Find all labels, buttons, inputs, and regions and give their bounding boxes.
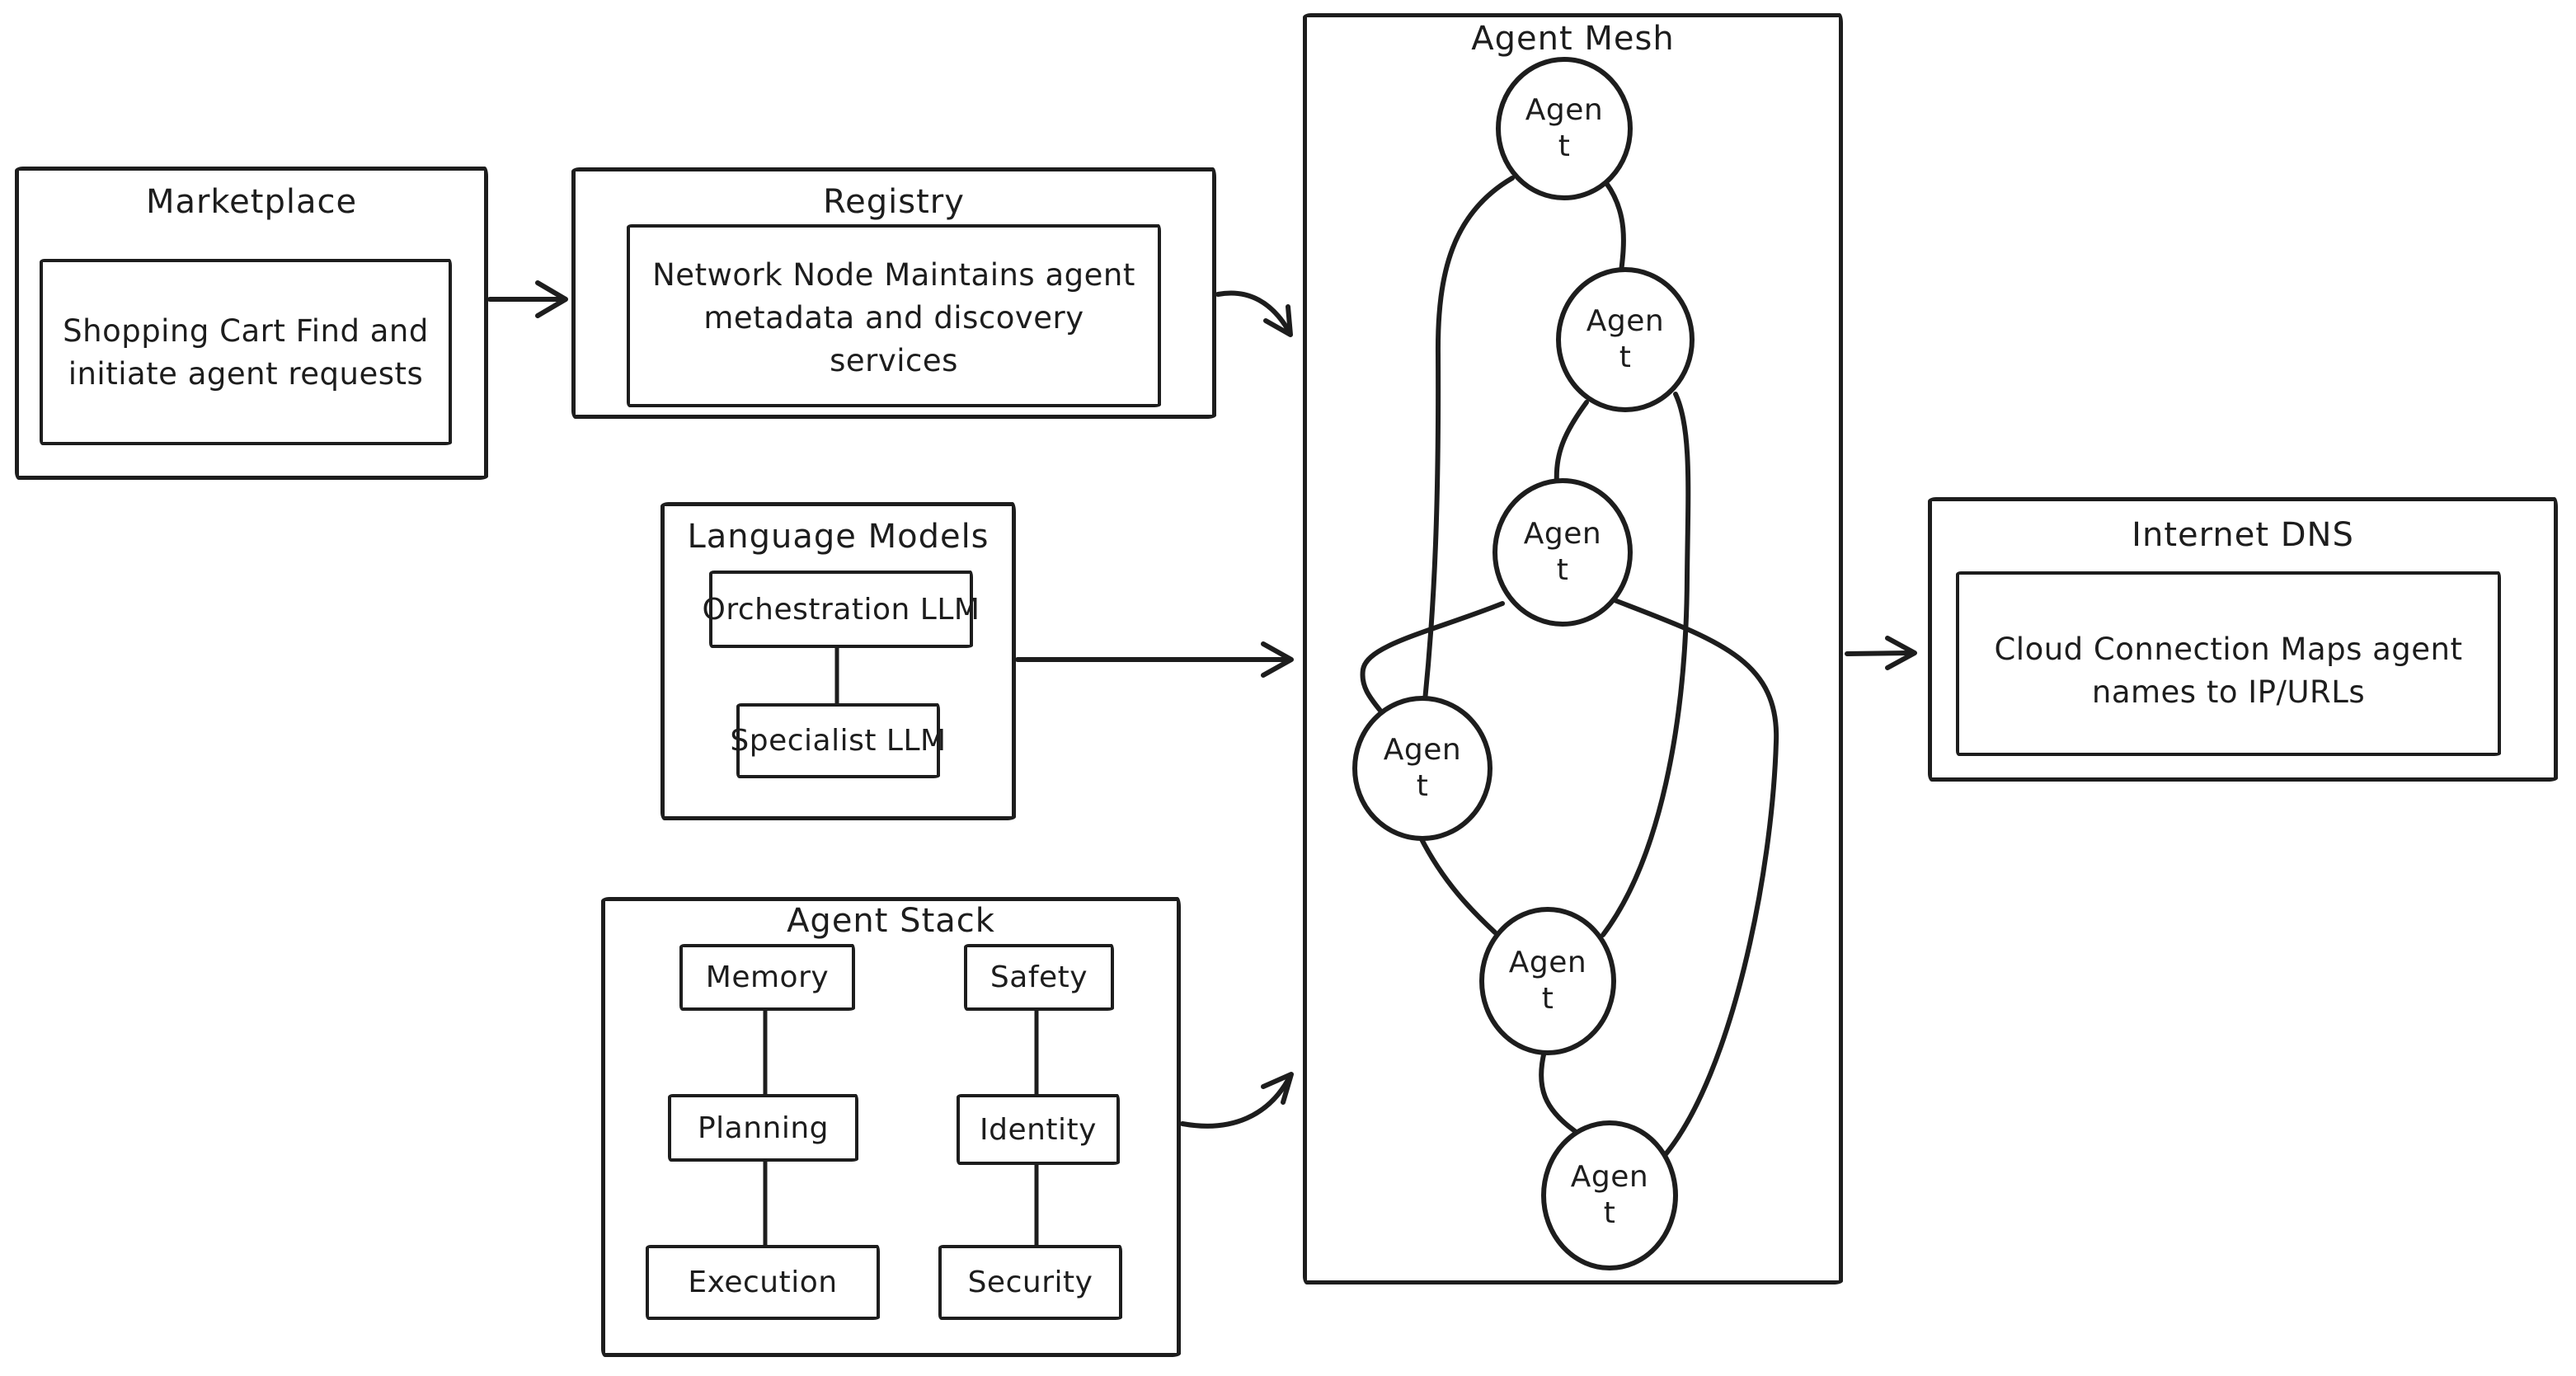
- marketplace-body-line-2: initiate agent requests: [68, 356, 424, 392]
- memory-node: Memory: [679, 944, 855, 1011]
- agent-mesh-box: [1303, 13, 1843, 1284]
- registry-body: Network Node Maintains agent metadata an…: [627, 254, 1161, 383]
- language-models-title: Language Models: [687, 518, 990, 556]
- specialist-llm-label: Specialist LLM: [730, 724, 947, 758]
- arrow-agent-mesh-to-internet-dns: [1845, 636, 1917, 670]
- planning-node: Planning: [668, 1094, 858, 1162]
- internet-dns-body: Cloud Connection Maps agent names to IP/…: [1956, 628, 2501, 714]
- agent-label-line-1: Agen: [1523, 517, 1602, 551]
- language-models-box: [660, 502, 1016, 820]
- registry-body-line-3: services: [830, 343, 958, 378]
- security-label: Security: [967, 1266, 1093, 1299]
- registry-body-line-2: metadata and discovery: [703, 300, 1084, 336]
- marketplace-box: [15, 167, 488, 480]
- arrowhead-icon: [1261, 1072, 1294, 1105]
- agent-node-2-label: Agen t: [1559, 303, 1691, 376]
- arrow-language-models-to-agent-mesh: [1015, 641, 1294, 678]
- agent-label-line-2: t: [1603, 1196, 1616, 1230]
- internet-dns-title: Internet DNS: [2132, 516, 2354, 554]
- agent-stack-box: [601, 897, 1181, 1357]
- agent-stack-title: Agent Stack: [787, 902, 995, 940]
- execution-label: Execution: [688, 1266, 838, 1299]
- arrowhead-icon: [1261, 641, 1294, 678]
- internet-dns-body-line-1: Cloud Connection Maps agent: [1994, 632, 2463, 667]
- agent-mesh-title: Agent Mesh: [1471, 20, 1675, 58]
- agent-label-line-1: Agen: [1383, 733, 1462, 767]
- registry-inner-box: [627, 224, 1161, 407]
- arrowhead-icon: [1263, 304, 1293, 337]
- registry-box: [571, 167, 1216, 419]
- orchestration-llm-node: Orchestration LLM: [703, 571, 980, 648]
- safety-node: Safety: [964, 944, 1114, 1011]
- agent-node-3-label: Agen t: [1497, 516, 1629, 589]
- agent-node-6-label: Agen t: [1544, 1159, 1676, 1232]
- internet-dns-body-line-2: names to IP/URLs: [2091, 674, 2366, 710]
- planning-label: Planning: [697, 1111, 830, 1145]
- safety-label: Safety: [990, 960, 1088, 994]
- agent-label-line-2: t: [1556, 553, 1569, 587]
- arrow-agent-stack-to-agent-mesh: [1180, 1072, 1294, 1129]
- memory-label: Memory: [705, 960, 830, 994]
- internet-dns-inner-box: [1956, 571, 2501, 756]
- agent-label-line-2: t: [1558, 129, 1571, 163]
- arrow-registry-to-agent-mesh: [1215, 290, 1293, 337]
- agent-label-line-1: Agen: [1508, 946, 1587, 979]
- agent-label-line-2: t: [1416, 769, 1429, 803]
- registry-title: Registry: [823, 183, 965, 221]
- arrow-line: [1215, 290, 1290, 332]
- execution-node: Execution: [646, 1245, 880, 1320]
- agent-node-5-label: Agen t: [1482, 945, 1614, 1017]
- agent-label-line-2: t: [1541, 982, 1554, 1016]
- orchestration-llm-label: Orchestration LLM: [702, 592, 980, 627]
- agent-label-line-2: t: [1619, 340, 1632, 374]
- identity-node: Identity: [957, 1094, 1120, 1165]
- identity-label: Identity: [980, 1112, 1097, 1147]
- arrowhead-icon: [535, 280, 568, 318]
- security-node: Security: [938, 1245, 1122, 1320]
- marketplace-title: Marketplace: [145, 183, 358, 221]
- agent-node-1-label: Agen t: [1498, 92, 1630, 165]
- marketplace-inner-box: [40, 259, 452, 445]
- agent-node-4-label: Agen t: [1356, 732, 1488, 805]
- registry-body-line-1: Network Node Maintains agent: [652, 257, 1135, 293]
- arrow-line: [1845, 650, 1911, 656]
- marketplace-body: Shopping Cart Find and initiate agent re…: [40, 310, 452, 396]
- agent-label-line-1: Agen: [1525, 93, 1604, 127]
- arrow-marketplace-to-registry: [487, 280, 568, 318]
- agent-label-line-1: Agen: [1570, 1160, 1649, 1194]
- internet-dns-box: [1928, 497, 2558, 782]
- agent-label-line-1: Agen: [1586, 304, 1665, 338]
- marketplace-body-line-1: Shopping Cart Find and: [63, 313, 429, 349]
- arrowhead-icon: [1885, 636, 1917, 670]
- arrow-line: [1180, 1078, 1290, 1129]
- specialist-llm-node: Specialist LLM: [730, 703, 946, 778]
